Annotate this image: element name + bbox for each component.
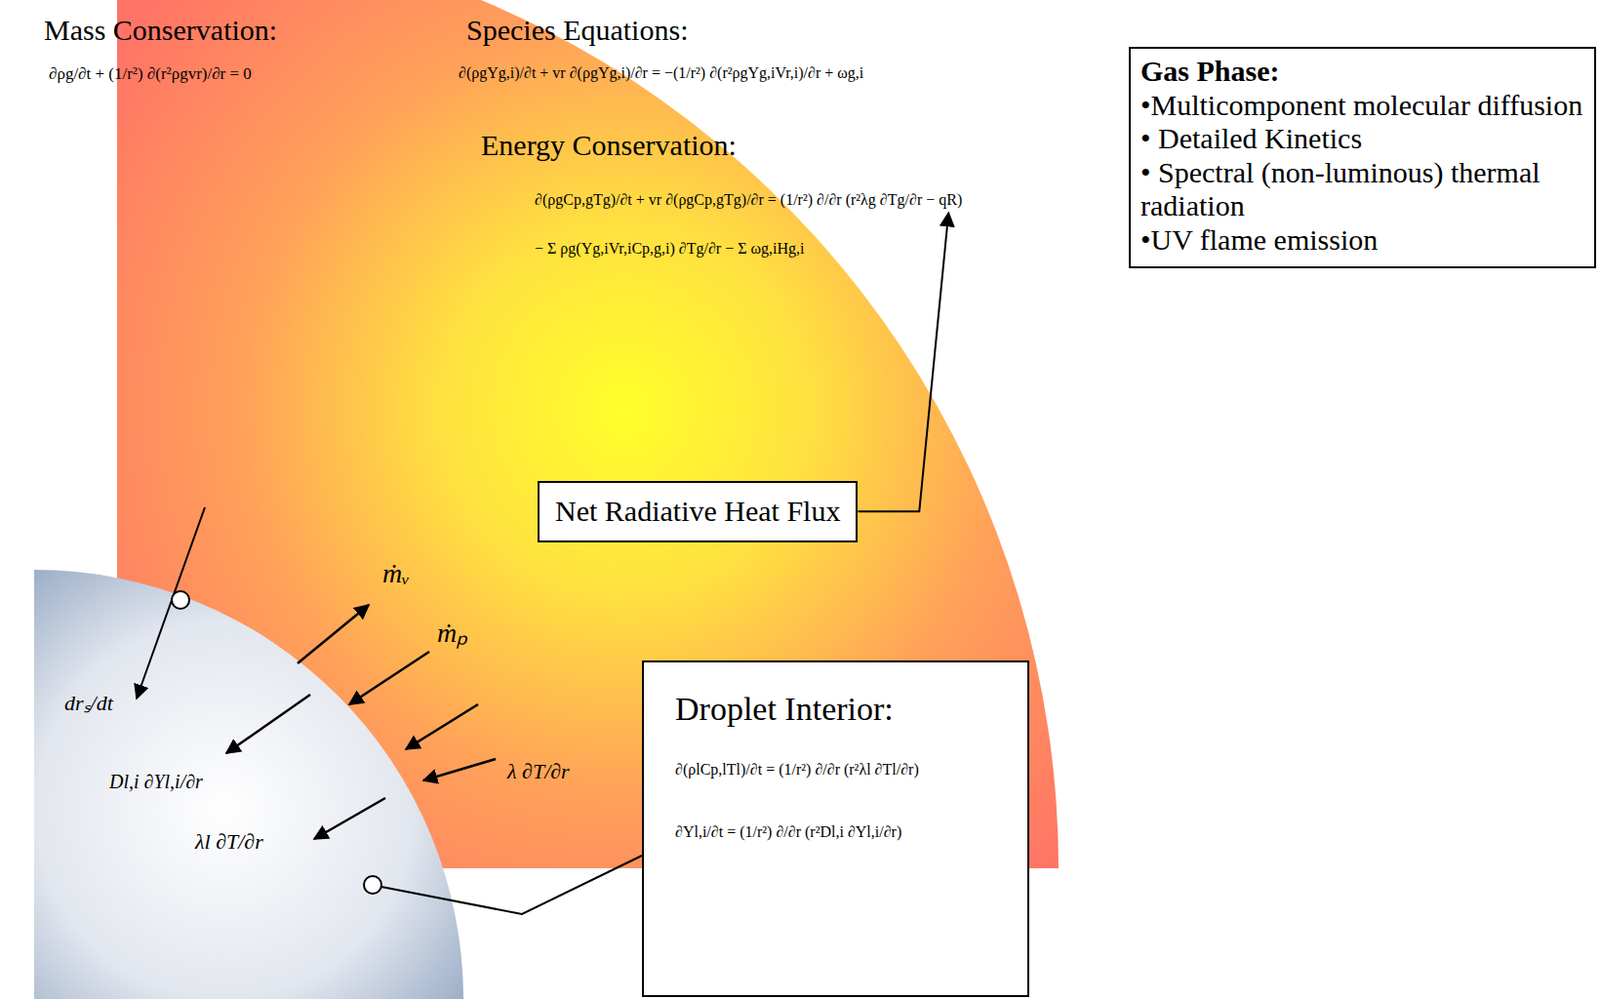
equation-label: − Σ ρg(Yg,iVr,iCp,g,i) ∂Tg/∂r − Σ ωg,iHg…: [534, 240, 805, 258]
leader-line: [857, 212, 949, 512]
section-heading: Mass Conservation:: [43, 13, 278, 47]
info-box: Droplet Interior: ∂(ρlCp,lTl)/∂t = (1/r²)…: [641, 660, 1030, 998]
callout-box: Net Radiative Heat Flux: [537, 480, 858, 543]
equation-label: ṁₚ: [437, 612, 468, 650]
interior-point: [363, 876, 382, 894]
leader-line: [381, 855, 642, 915]
box-heading: Gas Phase:: [1140, 54, 1585, 89]
box-text: ∂Yl,i/∂t = (1/r²) ∂/∂r (r²Dl,i ∂Yl,i/∂r): [675, 823, 1014, 841]
flux-arrow: [405, 704, 479, 750]
box-heading: Net Radiative Heat Flux: [555, 494, 840, 529]
box-text: ∂(ρlCp,lTl)/∂t = (1/r²) ∂/∂r (r²λl ∂Tl/∂…: [675, 760, 1014, 779]
section-heading: Species Equations:: [466, 13, 688, 47]
equation-label: ∂(ρgYg,i)/∂t + vr ∂(ρgYg,i)/∂r = −(1/r²)…: [458, 64, 864, 82]
flux-arrow: [423, 759, 496, 781]
equation-label: ṁᵥ: [382, 558, 410, 590]
box-text: • Spectral (non-luminous) thermal radiat…: [1140, 156, 1585, 224]
info-box: Gas Phase:•Multicomponent molecular diff…: [1128, 46, 1597, 269]
flux-arrow: [226, 694, 311, 754]
equation-label: λl ∂T/∂r: [195, 829, 264, 855]
flux-arrow: [349, 651, 430, 705]
box-text: • Detailed Kinetics: [1140, 121, 1585, 157]
box-heading: Droplet Interior:: [675, 689, 1014, 728]
equation-label: ∂ρg/∂t + (1/r²) ∂(r²ρgvr)/∂r = 0: [48, 64, 252, 84]
regression-arrow: [136, 507, 205, 699]
box-text: •UV flame emission: [1140, 223, 1585, 258]
equation-label: ∂(ρgCp,gTg)/∂t + vr ∂(ρgCp,gTg)/∂r = (1/…: [534, 191, 962, 209]
equation-label: Dl,i ∂Yl,i/∂r: [109, 770, 203, 794]
section-heading: Energy Conservation:: [480, 128, 737, 162]
flux-arrow: [314, 798, 386, 840]
box-text: •Multicomponent molecular diffusion: [1140, 88, 1585, 123]
equation-label: drₛ/dt: [64, 686, 114, 717]
droplet: [34, 569, 464, 999]
surface-point: [171, 591, 190, 609]
equation-label: λ ∂T/∂r: [507, 759, 570, 785]
flux-arrow: [297, 604, 369, 664]
